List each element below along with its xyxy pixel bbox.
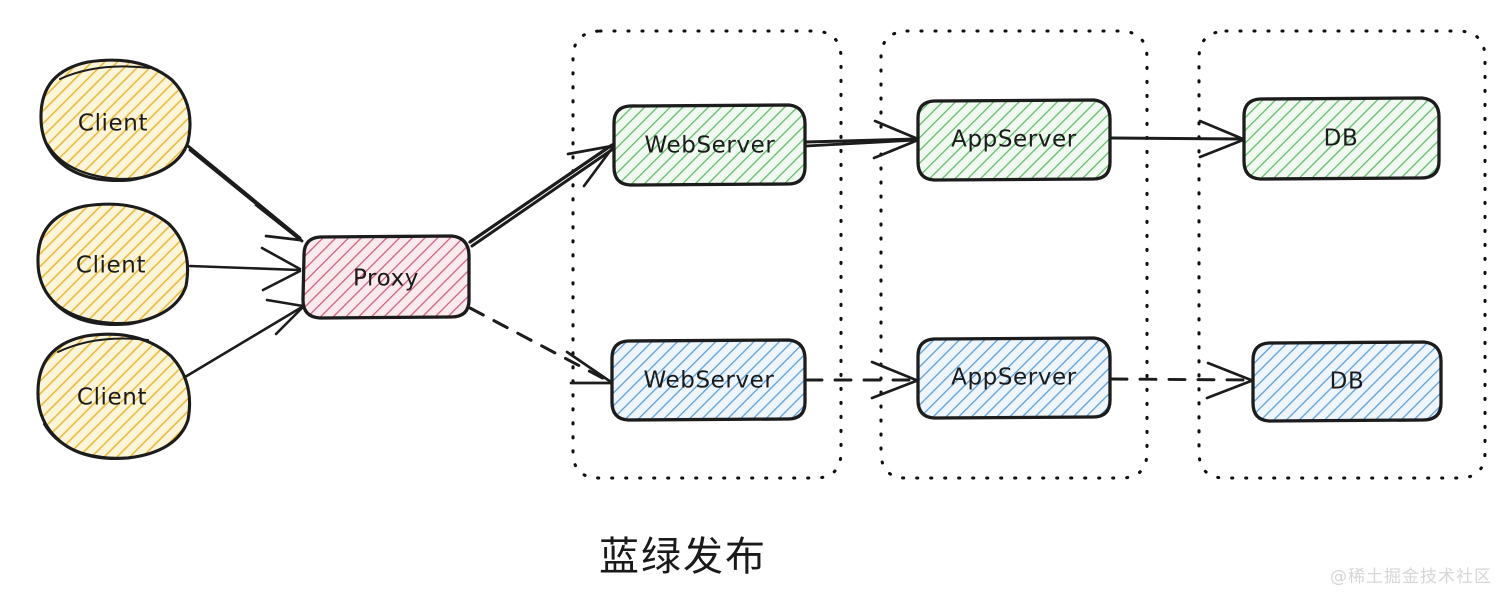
- node-green-webserver[interactable]: WebServer: [612, 103, 807, 187]
- green-webserver-label: WebServer: [645, 133, 776, 159]
- watermark-label: @稀土掘金技术社区: [1330, 567, 1492, 587]
- client-2-label: Client: [76, 253, 146, 279]
- blue-db-label: DB: [1330, 369, 1365, 395]
- client-3-label: Client: [77, 385, 147, 411]
- node-proxy[interactable]: Proxy: [301, 234, 471, 320]
- node-blue-db[interactable]: DB: [1251, 340, 1443, 423]
- edge-green-appserver-db: [1109, 119, 1245, 159]
- edge-client2-proxy: [188, 246, 302, 292]
- edge-proxy-blue-webserver: [468, 306, 613, 385]
- edge-client3-proxy: [173, 298, 305, 385]
- blue-appserver-label: AppServer: [951, 365, 1077, 391]
- node-green-db[interactable]: DB: [1242, 96, 1441, 181]
- node-client-1[interactable]: Client: [39, 58, 192, 183]
- node-blue-webserver[interactable]: WebServer: [610, 338, 807, 422]
- green-appserver-label: AppServer: [951, 127, 1077, 153]
- edge-client1-proxy: [186, 144, 304, 243]
- client-1-label: Client: [78, 111, 148, 137]
- node-client-2[interactable]: Client: [36, 202, 190, 327]
- edge-proxy-green-webserver: [468, 143, 615, 248]
- blue-webserver-label: WebServer: [644, 368, 775, 394]
- edge-blue-webserver-appserver: [804, 360, 918, 400]
- edge-green-webserver-appserver: [804, 119, 920, 160]
- diagram-caption: 蓝绿发布: [599, 534, 767, 580]
- node-client-3[interactable]: Client: [36, 332, 192, 461]
- node-green-appserver[interactable]: AppServer: [916, 98, 1112, 182]
- proxy-label: Proxy: [353, 266, 419, 292]
- node-blue-appserver[interactable]: AppServer: [916, 336, 1112, 420]
- green-db-label: DB: [1324, 126, 1359, 152]
- edge-blue-appserver-db: [1109, 361, 1253, 400]
